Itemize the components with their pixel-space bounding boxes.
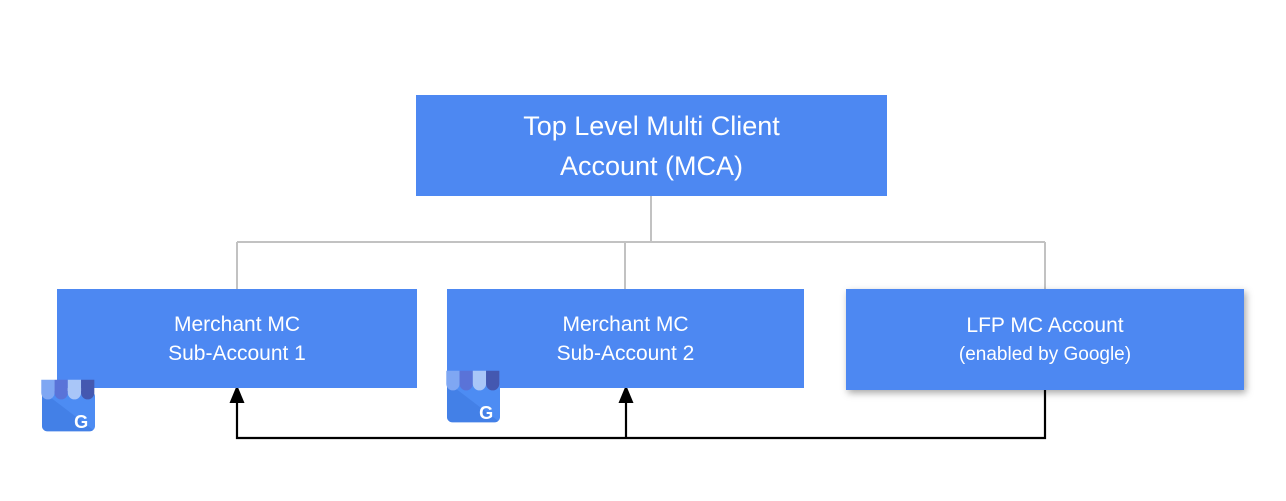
google-business-profile-icon: G <box>446 370 501 423</box>
node-label-line: LFP MC Account <box>966 313 1124 337</box>
tree-connector <box>236 196 1046 289</box>
google-g-letter: G <box>74 412 88 432</box>
node-label-line: Merchant MC <box>562 312 689 336</box>
node-label-line: Sub-Account 2 <box>556 341 695 365</box>
node-merchant-sub-account-1: Merchant MC Sub-Account 1 <box>57 289 417 388</box>
node-label-line: Sub-Account 1 <box>168 341 306 365</box>
node-lfp-mc-account: LFP MC Account (enabled by Google) <box>846 289 1244 390</box>
awning-shape <box>446 370 500 391</box>
google-business-profile-icon: G <box>41 379 96 432</box>
node-label-line: Top Level Multi Client <box>523 110 780 141</box>
feedback-arrow-connector <box>235 390 1047 440</box>
node-label-line: Account (MCA) <box>559 150 744 181</box>
node-top-level-mca: Top Level Multi Client Account (MCA) <box>416 95 887 196</box>
node-label-line: Merchant MC <box>173 312 301 336</box>
awning-shape <box>41 379 95 400</box>
node-merchant-sub-account-2: Merchant MC Sub-Account 2 <box>447 289 804 388</box>
google-g-letter: G <box>479 403 493 423</box>
node-label-line: (enabled by Google) <box>958 343 1132 365</box>
